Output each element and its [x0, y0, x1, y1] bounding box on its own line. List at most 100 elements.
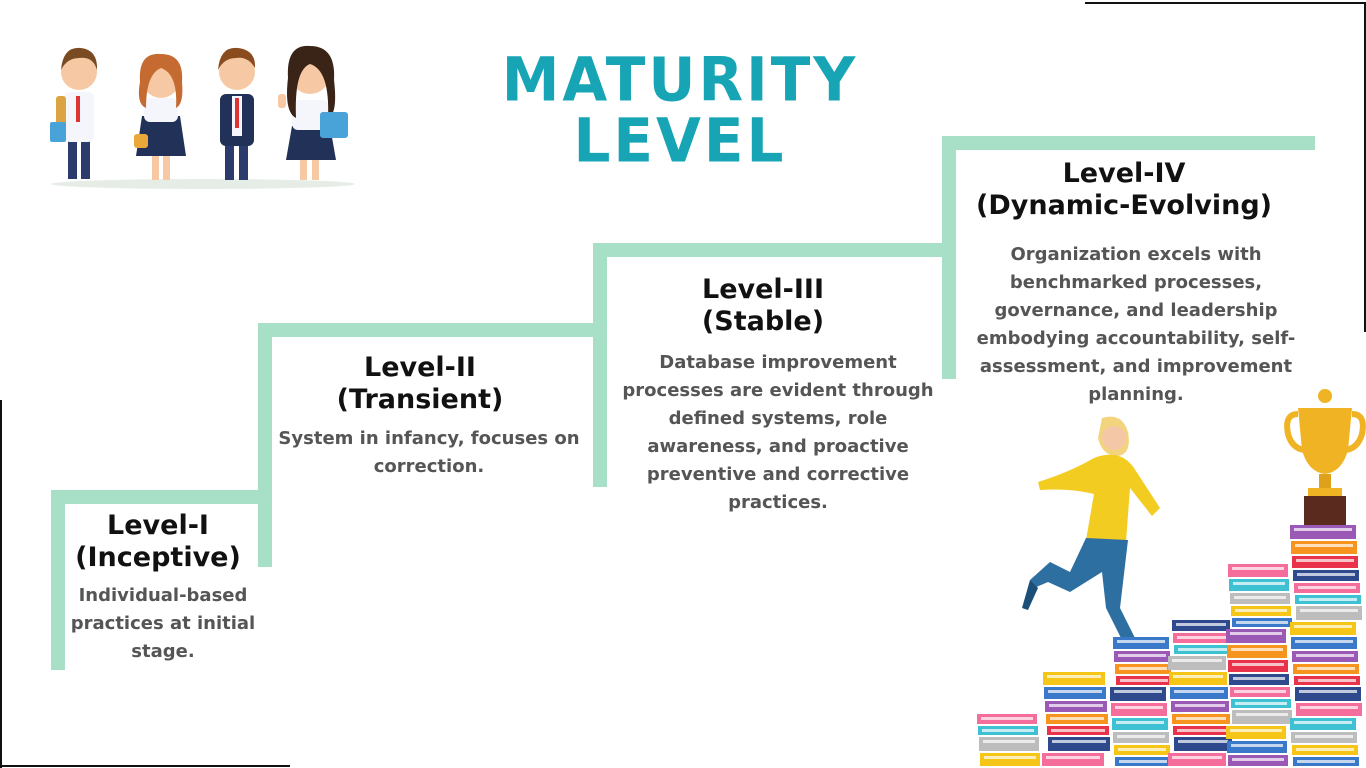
book-pages [1120, 679, 1168, 682]
book-pages [1298, 679, 1356, 682]
step-4-riser [942, 136, 956, 379]
book-pages [1235, 702, 1287, 705]
level-1-heading: Level-I (Inceptive) [60, 510, 256, 574]
book-pages [1235, 609, 1287, 612]
book [980, 753, 1040, 766]
book-pages [1176, 623, 1226, 626]
book-pages [1294, 528, 1352, 531]
book-pages [1176, 717, 1226, 720]
step-3-tread [593, 243, 949, 257]
book-pages [1297, 573, 1355, 576]
book-pages [1294, 625, 1352, 628]
book [1168, 656, 1226, 670]
book-pages [1234, 690, 1286, 693]
level-3-description: Database improvement processes are evide… [622, 352, 934, 513]
level-1-name: Level-I [107, 510, 209, 541]
book-pages [1294, 721, 1352, 724]
book [1291, 541, 1357, 554]
book-pages [1173, 675, 1223, 678]
book-pages [1296, 654, 1354, 657]
book-pages [1177, 636, 1227, 639]
book-pages [1231, 648, 1283, 651]
book [1168, 753, 1226, 766]
level-3-name: Level-III [701, 274, 825, 305]
book-pages [1231, 744, 1283, 747]
book [1048, 737, 1110, 751]
book-pages [1236, 621, 1288, 624]
book [1227, 645, 1287, 658]
book-pages [1049, 704, 1103, 707]
book-pages [1296, 748, 1354, 751]
book-pages [1234, 596, 1286, 599]
book-pages [1236, 713, 1288, 716]
book-pages [1296, 559, 1354, 562]
book [1290, 622, 1356, 635]
book-pages [1295, 544, 1353, 547]
level-2-description: System in infancy, focuses on correction… [278, 428, 580, 477]
step-2-riser [258, 323, 272, 567]
book-pages [1300, 706, 1358, 709]
book [1295, 687, 1361, 701]
book-pages [983, 740, 1035, 743]
book-pages [1232, 758, 1284, 761]
book [1296, 606, 1362, 620]
book [979, 737, 1039, 751]
book-pages [1115, 706, 1163, 709]
book-pages [1114, 690, 1162, 693]
level-4-name: Level-IV [1062, 158, 1186, 189]
frame-bottom-line [0, 765, 290, 767]
level-2-heading: Level-II (Transient) [272, 352, 568, 416]
book-pages [1116, 721, 1164, 724]
frame-top-line [1085, 2, 1366, 4]
book [1226, 726, 1286, 739]
book-pages [1299, 598, 1357, 601]
book-pages [1297, 760, 1355, 763]
book [1290, 525, 1356, 539]
book-pages [1299, 690, 1357, 693]
woman-climbing-books-illustration [1022, 416, 1160, 648]
level-4-heading: Level-IV (Dynamic-Evolving) [958, 158, 1290, 222]
level-1-description: Individual-based practices at initial st… [70, 585, 256, 662]
book [1110, 687, 1166, 701]
book-pages [1178, 740, 1228, 743]
book-pages [1119, 667, 1167, 670]
frame-left-line [0, 400, 2, 768]
book-pages [1295, 735, 1353, 738]
students-illustration [50, 45, 355, 189]
book-pages [1051, 729, 1105, 732]
book-pages [1233, 677, 1285, 680]
book [1232, 710, 1292, 724]
book-pages [1232, 663, 1284, 666]
level-3-subtitle: (Stable) [701, 306, 825, 337]
book [1228, 564, 1288, 577]
book-pages [1174, 690, 1224, 693]
book-pages [1052, 740, 1106, 743]
book [1296, 703, 1362, 716]
book-pages [1172, 659, 1222, 662]
level-1-subtitle: (Inceptive) [75, 542, 241, 573]
book-pages [1050, 717, 1104, 720]
book [1169, 672, 1227, 685]
book-stacks-illustration [977, 525, 1362, 766]
book-pages [1177, 729, 1227, 732]
book [1042, 753, 1104, 766]
book [1174, 737, 1232, 751]
book-pages [1117, 640, 1165, 643]
step-1-tread [51, 490, 258, 504]
book [1043, 672, 1105, 685]
step-4-tread [942, 136, 1315, 150]
book-pages [1297, 667, 1355, 670]
book-pages [1118, 748, 1166, 751]
book-pages [981, 717, 1033, 720]
book-pages [1119, 760, 1167, 763]
trophy-icon [1284, 389, 1366, 528]
page-title: MATURITY LEVEL [501, 43, 859, 177]
book-pages [1232, 567, 1284, 570]
book-pages [1230, 632, 1282, 635]
book-pages [982, 729, 1034, 732]
level-2-subtitle: (Transient) [336, 384, 504, 415]
book-pages [1047, 675, 1101, 678]
book-pages [1178, 648, 1228, 651]
step-2-tread [258, 323, 598, 337]
book-pages [1048, 690, 1102, 693]
